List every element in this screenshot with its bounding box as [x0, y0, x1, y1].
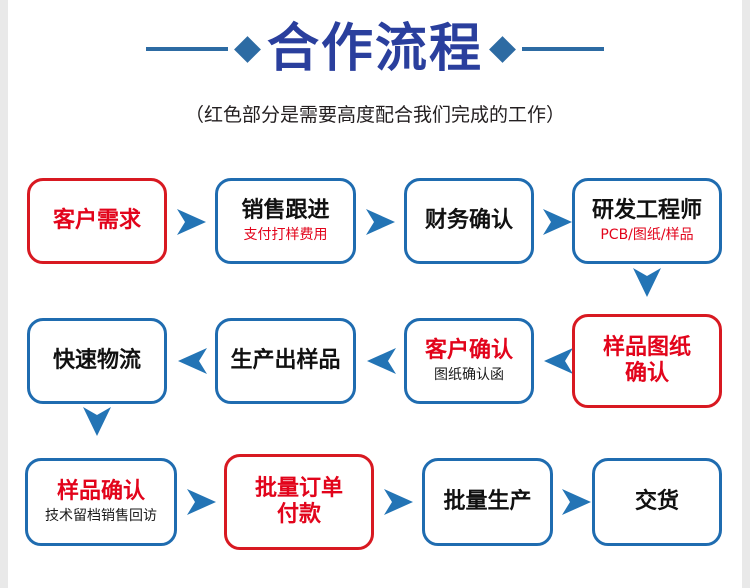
- flow-node-fast-logistics[interactable]: 快速物流: [27, 318, 167, 404]
- flow-node-title: 销售跟进: [241, 198, 330, 224]
- flow-node-sample-confirm[interactable]: 样品确认 技术留档销售回访: [25, 458, 177, 546]
- arrow-down-icon-right: [631, 267, 663, 299]
- flow-node-sample-drawing-confirm[interactable]: 样品图纸 确认: [572, 314, 722, 408]
- title-rule-right: [522, 47, 604, 52]
- flow-node-bulk-order-payment[interactable]: 批量订单 付款: [224, 454, 374, 550]
- flow-node-customer-requirement[interactable]: 客户需求: [27, 178, 167, 264]
- flow-node-subtitle: 技术留档销售回访: [45, 508, 157, 525]
- arrow-right-icon-r1-3: [542, 207, 574, 237]
- flow-node-title: 样品确认: [56, 479, 145, 505]
- flow-node-mass-production[interactable]: 批量生产: [422, 458, 553, 546]
- page-title: 合作流程: [266, 19, 483, 79]
- flow-node-finance-confirm[interactable]: 财务确认: [404, 178, 534, 264]
- header: 合作流程 （红色部分是需要高度配合我们完成的工作）: [8, 0, 742, 150]
- page-subtitle: （红色部分是需要高度配合我们完成的工作）: [184, 104, 565, 126]
- arrow-down-icon-left: [81, 406, 113, 438]
- title-rule-left: [145, 47, 228, 52]
- flow-node-title: 交货: [634, 489, 679, 515]
- arrow-left-icon-r2-2: [365, 346, 397, 376]
- arrow-right-icon-r3-2: [383, 487, 415, 517]
- title-row: 合作流程: [8, 22, 742, 77]
- arrow-left-icon-r2-3: [542, 346, 574, 376]
- process-flow-diagram: 客户需求 销售跟进 支付打样费用 财务确认 研发工程师 PCB/图纸/样品: [8, 150, 742, 588]
- diamond-icon-right: [489, 35, 516, 63]
- flow-node-title: 批量生产: [443, 489, 532, 515]
- flow-node-delivery[interactable]: 交货: [592, 458, 722, 546]
- flow-node-title: 生产出样品: [230, 348, 341, 374]
- flow-node-title: 研发工程师: [591, 198, 702, 224]
- flow-node-subtitle: PCB/图纸/样品: [600, 227, 694, 244]
- arrow-left-icon-r2-1: [176, 346, 208, 376]
- flow-node-sales-follow-up[interactable]: 销售跟进 支付打样费用: [215, 178, 356, 264]
- flow-node-title: 批量订单 付款: [254, 476, 343, 527]
- flow-node-title: 快速物流: [52, 348, 141, 374]
- arrow-right-icon-r1-2: [365, 207, 397, 237]
- flow-node-title: 样品图纸 确认: [602, 335, 691, 386]
- flow-node-title: 财务确认: [424, 208, 513, 234]
- arrow-right-icon-r1-1: [176, 207, 208, 237]
- flow-node-title: 客户确认: [424, 338, 513, 364]
- flow-node-customer-confirm[interactable]: 客户确认 图纸确认函: [404, 318, 534, 404]
- flow-node-subtitle: 支付打样费用: [243, 227, 328, 244]
- flow-node-subtitle: 图纸确认函: [434, 367, 504, 384]
- flow-node-title: 客户需求: [52, 208, 141, 234]
- flow-node-rd-engineer[interactable]: 研发工程师 PCB/图纸/样品: [572, 178, 722, 264]
- arrow-right-icon-r3-1: [186, 487, 218, 517]
- infographic-page: 合作流程 （红色部分是需要高度配合我们完成的工作） 客户需求 销售跟进 支付打样…: [8, 0, 742, 588]
- arrow-right-icon-r3-3: [561, 487, 593, 517]
- diamond-icon-left: [234, 35, 261, 63]
- flow-node-produce-sample[interactable]: 生产出样品: [215, 318, 356, 404]
